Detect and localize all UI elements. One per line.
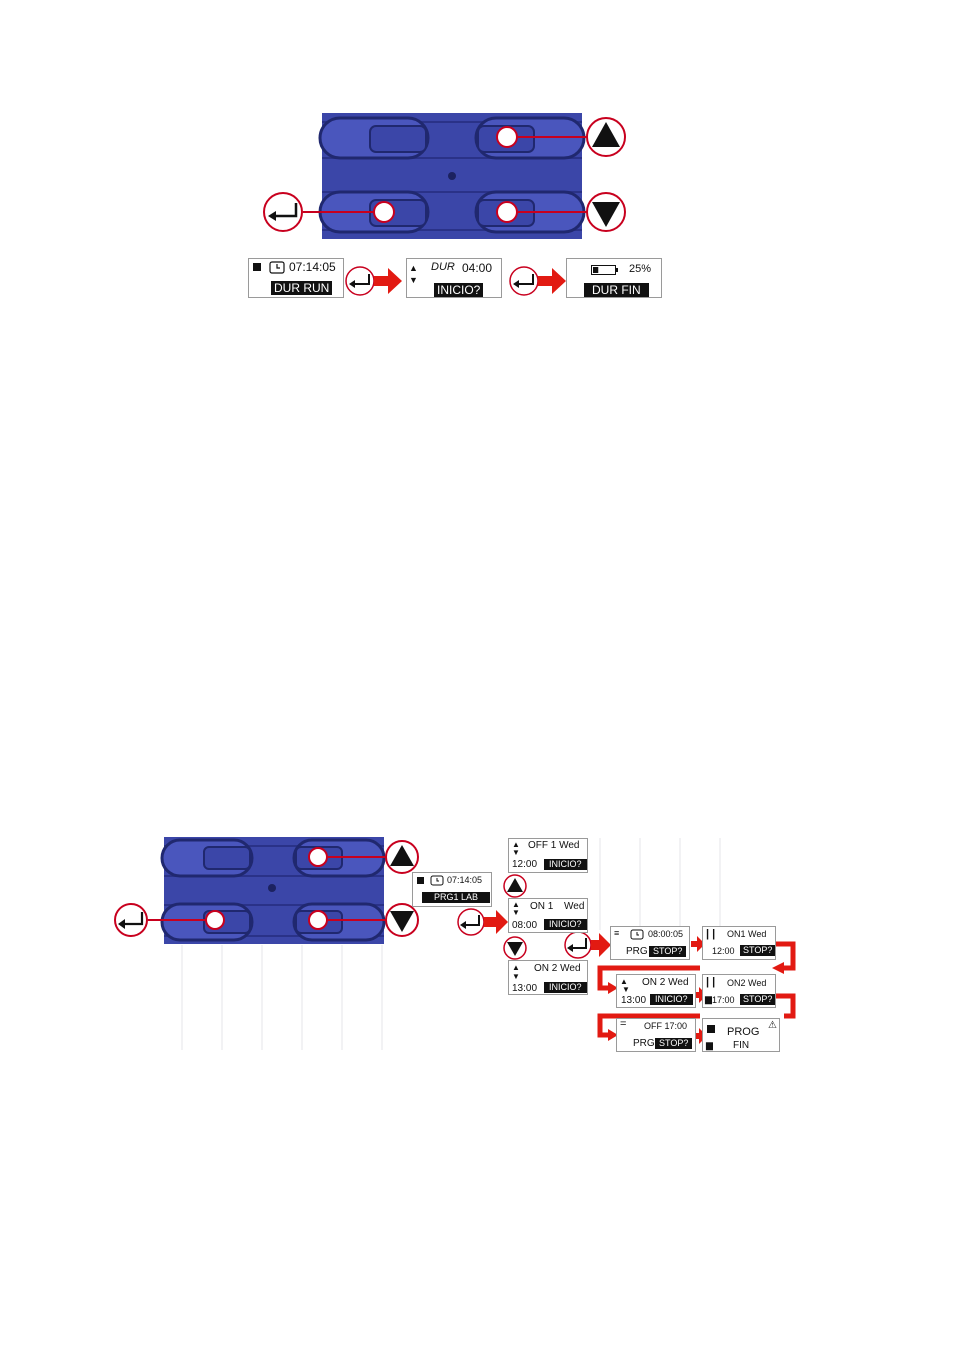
signal-icon: =: [620, 1019, 626, 1030]
lcd-screen-run-on2: | | ▆ ON2 Wed 17:00 STOP?: [702, 974, 776, 1008]
lcd-prompt-label: INICIO?: [434, 283, 483, 297]
lcd-screen-on1: ▲ ▼ ON 1 Wed 08:00 INICIO?: [508, 898, 588, 933]
step-title: ON2 Wed: [727, 979, 766, 988]
down-arrow-icon: ▼: [512, 849, 520, 857]
down-arrow-icon: ▼: [409, 276, 418, 285]
step-time: 13:00: [621, 996, 646, 1006]
step-time: 12:00: [712, 947, 735, 956]
device-panel-bottom: [164, 837, 384, 944]
lcd-time: 08:00:05: [648, 930, 683, 939]
step-prompt: STOP?: [649, 946, 686, 957]
up-nav-icon: [504, 875, 526, 897]
step-title-b: Wed: [564, 902, 584, 912]
enter-icon-menu: [458, 909, 484, 935]
lcd-time: 07:14:05: [289, 261, 336, 273]
step-title: OFF 1 Wed: [528, 841, 580, 851]
up-arrow-icon: ▲: [512, 964, 520, 972]
battery-percent: 25%: [629, 264, 651, 275]
warning-icon: ⚠: [768, 1021, 777, 1031]
enter-icon-transition-1: [346, 267, 374, 295]
step-title: ON 2 Wed: [534, 964, 581, 974]
end-line-2: FIN: [733, 1041, 749, 1051]
down-arrow-icon: ▼: [622, 986, 630, 994]
step-prompt: STOP?: [655, 1038, 692, 1049]
down-key-icon-bottom: [386, 904, 418, 936]
lcd-mode-label: DUR FIN: [584, 283, 649, 297]
step-prompt: INICIO?: [544, 919, 587, 930]
stop-square-icon: [707, 1025, 715, 1033]
step-time: 12:00: [512, 860, 537, 870]
red-elbow-flow-1: [776, 944, 793, 968]
signal-icon: ≡: [614, 929, 619, 938]
step-prompt: INICIO?: [544, 859, 587, 870]
lcd-screen-run-on1: | | ON1 Wed 12:00 STOP?: [702, 926, 776, 960]
step-time: 13:00: [512, 984, 537, 994]
lcd-screen-prg1-lab: 07:14:05 PRG1 LAB: [412, 872, 492, 907]
red-arrow-menu: [484, 910, 508, 934]
clock-icon: [430, 875, 444, 886]
lock-icon: ▆: [706, 1041, 713, 1050]
prg-label: PRG: [633, 1039, 655, 1049]
up-key-icon: [587, 118, 625, 156]
end-line-1: PROG: [727, 1027, 759, 1038]
step-title: ON 2 Wed: [642, 978, 689, 988]
step-title: OFF 17:00: [644, 1022, 687, 1031]
run-bars-icon: | |: [706, 929, 715, 940]
red-elbow-flow-4: [776, 996, 793, 1016]
lcd-screen-dur-start: ▲ ▼ DUR 04:00 INICIO?: [406, 258, 502, 298]
step-title-a: ON 1: [530, 902, 553, 912]
lcd-time: 07:14:05: [447, 876, 482, 885]
step-title: ON1 Wed: [727, 930, 766, 939]
dur-value: 04:00: [462, 262, 492, 274]
down-arrow-icon: ▼: [512, 909, 520, 917]
lcd-screen-dur-fin: 25% DUR FIN: [566, 258, 662, 298]
step-prompt: INICIO?: [544, 982, 587, 993]
lcd-screen-off1: ▲ ▼ OFF 1 Wed 12:00 INICIO?: [508, 838, 588, 873]
enter-key-icon: [264, 193, 302, 231]
lcd-screen-prog-fin: ▆ PROG FIN ⚠: [702, 1018, 780, 1052]
dur-label: DUR: [431, 262, 455, 273]
enter-icon-transition-2: [510, 267, 538, 295]
lcd-program-label: PRG1 LAB: [422, 892, 490, 903]
up-key-icon-bottom: [386, 841, 418, 873]
lcd-screen-run-on2-start: ▲ ▼ ON 2 Wed 13:00 INICIO?: [616, 974, 696, 1008]
enter-icon-run: [565, 932, 591, 958]
battery-icon: [591, 265, 619, 276]
run-bars-icon: | |: [706, 977, 715, 988]
step-time: 17:00: [712, 996, 735, 1005]
step-prompt: INICIO?: [650, 994, 693, 1005]
enter-key-icon-bottom: [115, 904, 147, 936]
down-nav-icon: [504, 937, 526, 959]
lcd-mode-label: DUR RUN: [271, 281, 332, 295]
down-arrow-icon: ▼: [512, 973, 520, 981]
red-arrow-run: [591, 933, 611, 957]
step-prompt: STOP?: [740, 994, 775, 1005]
stop-square-icon: [417, 877, 424, 884]
red-arrow-2: [538, 268, 566, 294]
red-arrow-1: [374, 268, 402, 294]
stop-square-icon: [253, 263, 261, 271]
up-arrow-icon: ▲: [409, 264, 418, 273]
lock-icon: ▆: [705, 995, 712, 1004]
clock-icon: [630, 929, 644, 940]
step-time: 08:00: [512, 921, 537, 931]
lcd-screen-dur-run: 07:14:05 DUR RUN: [248, 258, 344, 298]
step-prompt: STOP?: [740, 945, 775, 956]
prg-label: PRG: [626, 947, 648, 957]
lcd-screen-run-off: = OFF 17:00 PRG STOP?: [616, 1018, 696, 1052]
lcd-screen-on2: ▲ ▼ ON 2 Wed 13:00 INICIO?: [508, 960, 588, 995]
clock-icon: [269, 261, 285, 274]
lcd-screen-run-prg: ≡ 08:00:05 PRG STOP?: [610, 926, 690, 960]
down-key-icon: [587, 193, 625, 231]
